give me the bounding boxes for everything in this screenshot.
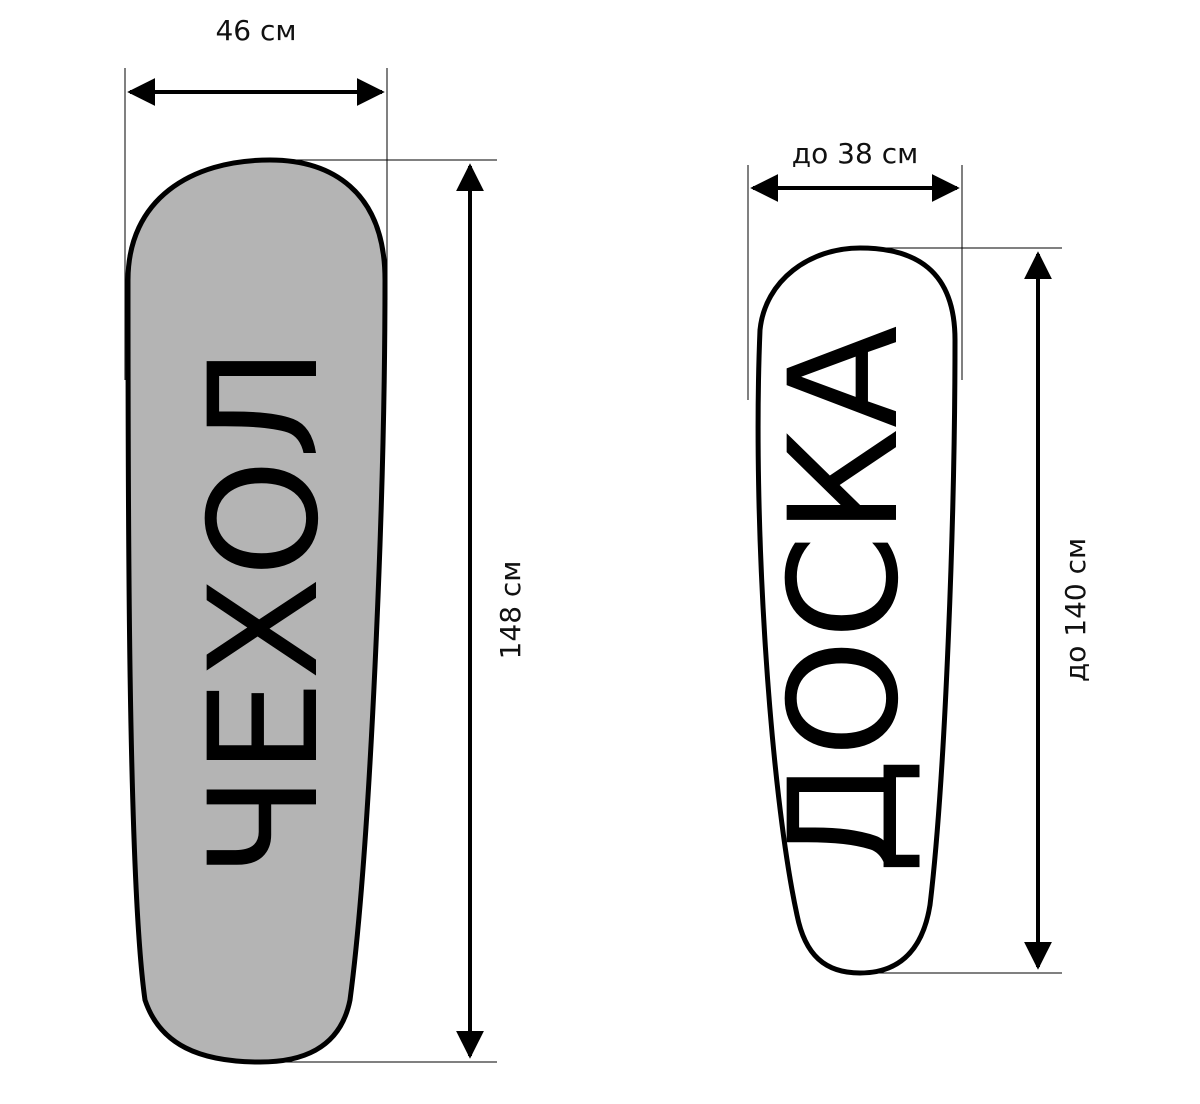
board-group: до 38 см до 140 см ДОСКА: [747, 137, 1092, 976]
cover-length-label: 148 см: [494, 561, 527, 660]
board-shape: [755, 245, 958, 976]
board-text: ДОСКА: [758, 325, 932, 874]
board-width-label: до 38 см: [792, 137, 918, 170]
cover-width-label: 46 см: [215, 14, 296, 47]
board-length-label: до 140 см: [1059, 538, 1092, 682]
cover-shape: [125, 157, 388, 1065]
cover-text: ЧЕХОЛ: [178, 346, 352, 877]
cover-group: 46 см 148 см ЧЕХОЛ: [124, 14, 527, 1065]
